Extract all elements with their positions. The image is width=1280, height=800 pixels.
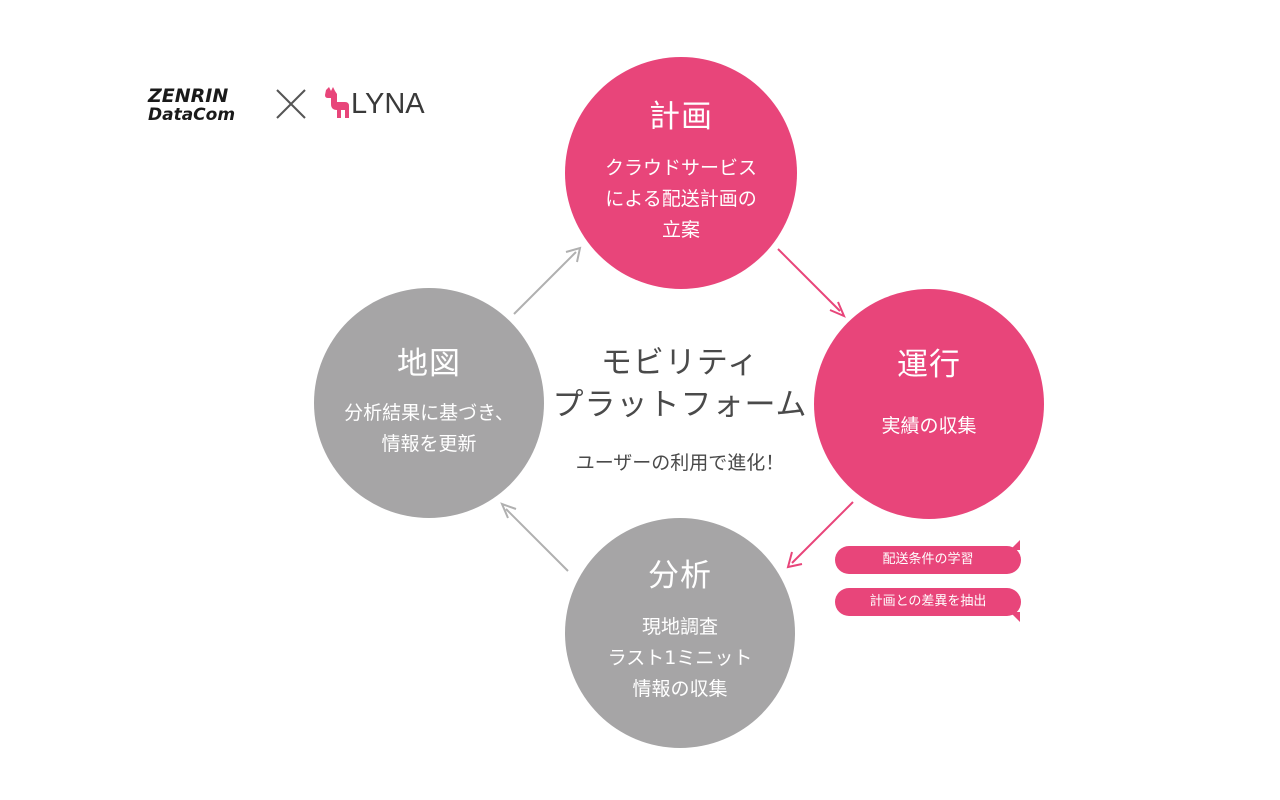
center-title-line1: モビリティ <box>600 345 760 381</box>
node-analyze: 分析 現地調査 ラスト1ミニット 情報の収集 <box>565 518 795 748</box>
arrow-plan-to-operate <box>777 248 846 318</box>
node-analyze-description: 現地調査 ラスト1ミニット 情報の収集 <box>607 616 753 700</box>
center-title-line2: プラットフォーム <box>552 387 808 423</box>
node-operate-title: 運行 <box>897 347 961 383</box>
bubble-tail <box>1010 540 1020 550</box>
speech-bubble-learning: 配送条件の学習 <box>835 540 1021 574</box>
center-subtitle: ユーザーの利用で進化！ <box>575 452 785 474</box>
arrow-operate-to-analyze <box>786 501 854 569</box>
node-map: 地図 分析結果に基づき、 情報を更新 <box>314 288 544 518</box>
zenrin-logo-line1: ZENRIN <box>148 85 229 107</box>
node-map-title: 地図 <box>397 346 461 382</box>
lyna-logo-text: LYNA <box>351 88 425 120</box>
node-map-description: 分析結果に基づき、 情報を更新 <box>344 402 514 455</box>
speech-bubble-difference: 計画との差異を抽出 <box>835 588 1021 622</box>
cross-icon <box>276 89 306 119</box>
zenrin-logo-line2: DataCom <box>148 105 236 125</box>
bubble-label: 計画との差異を抽出 <box>869 594 987 609</box>
lyna-logo: LYNA <box>323 86 433 122</box>
bubble-tail <box>1010 612 1020 622</box>
node-operate-description: 実績の収集 <box>881 415 977 437</box>
node-plan-description: クラウドサービス による配送計画の 立案 <box>604 157 757 241</box>
arrow-analyze-to-map <box>500 502 569 572</box>
llama-icon <box>325 87 349 118</box>
node-operate: 運行 実績の収集 <box>814 289 1044 519</box>
bubble-label: 配送条件の学習 <box>882 552 974 567</box>
zenrin-datacom-logo: ZENRIN DataCom <box>148 86 262 126</box>
node-plan-title: 計画 <box>649 99 713 135</box>
node-analyze-title: 分析 <box>648 558 712 594</box>
arrow-map-to-plan <box>513 246 582 315</box>
node-plan: 計画 クラウドサービス による配送計画の 立案 <box>565 57 797 289</box>
